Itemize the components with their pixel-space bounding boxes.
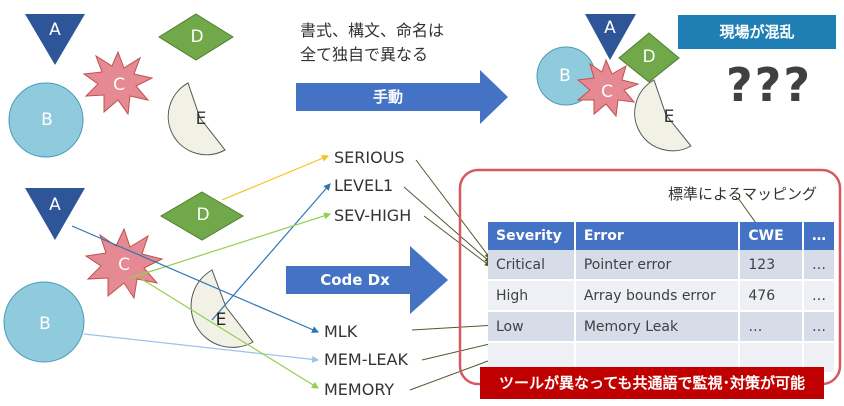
footer-banner: ツールが異なっても共通語で監視･対策が可能 xyxy=(480,367,824,399)
tool-label-level1: LEVEL1 xyxy=(334,176,394,195)
codedx-arrow xyxy=(286,246,448,314)
question-marks: ??? xyxy=(726,58,813,112)
top-star-c xyxy=(82,50,154,116)
table-cell: Critical xyxy=(488,250,576,281)
top-label-e: E xyxy=(195,109,207,129)
bottom-label-d: D xyxy=(196,205,210,225)
bottom-star-c xyxy=(84,227,164,300)
connector-lines xyxy=(71,154,332,389)
messy-cluster xyxy=(536,14,692,152)
bottom-shape-group xyxy=(3,188,254,363)
column-header-cwe: CWE xyxy=(739,222,804,250)
table-cell: Pointer error xyxy=(574,250,741,281)
tool-label-mlk: MLK xyxy=(324,322,358,341)
top-description-line-2: 全て独自で異なる xyxy=(300,45,429,64)
top-shape-group xyxy=(8,13,234,158)
top-triangle-a xyxy=(25,14,85,65)
top-diamond-d xyxy=(158,13,234,61)
bottom-triangle-a xyxy=(25,188,85,240)
top-pacman-e xyxy=(167,82,226,156)
tool-label-mem-leak: MEM-LEAK xyxy=(324,350,408,369)
cluster-label-a: A xyxy=(604,18,616,38)
codedx-arrow-label: Code Dx xyxy=(320,271,390,289)
column-header-error: Error xyxy=(574,222,741,250)
table-cell: Array bounds error xyxy=(574,280,741,312)
table-cell: … xyxy=(803,280,836,312)
bottom-label-c: C xyxy=(118,255,130,275)
top-label-d: D xyxy=(190,27,204,47)
top-label-b: B xyxy=(41,110,53,130)
table-cell: … xyxy=(739,311,804,343)
table-cell: 476 xyxy=(739,280,804,312)
confusion-badge: 現場が混乱 xyxy=(678,15,836,49)
table-cell: … xyxy=(803,311,836,343)
table-cell: Low xyxy=(488,311,576,343)
column-header-severity: Severity xyxy=(488,222,576,250)
tool-label-memory: MEMORY xyxy=(324,380,395,399)
column-header-more: … xyxy=(803,222,836,250)
cluster-label-e: E xyxy=(663,107,675,127)
table-row: High Array bounds error 476 … xyxy=(488,280,836,312)
tool-label-serious: SERIOUS xyxy=(334,148,405,167)
top-label-c: C xyxy=(113,75,125,95)
bottom-label-e: E xyxy=(215,310,227,330)
top-description-line-1: 書式、構文、命名は xyxy=(300,21,445,40)
table-cell: Memory Leak xyxy=(574,311,741,343)
bottom-label-a: A xyxy=(49,195,61,215)
top-manual-arrow xyxy=(296,70,508,124)
tool-label-sev-high: SEV-HIGH xyxy=(334,206,412,225)
bottom-circle-b xyxy=(3,281,85,363)
table-row: Critical Pointer error 123 … xyxy=(488,250,836,281)
top-label-a: A xyxy=(49,20,61,40)
mapping-caption: 標準によるマッピング xyxy=(668,185,817,203)
table-cell: 123 xyxy=(739,250,804,281)
cluster-label-b: B xyxy=(559,66,571,86)
table-cell: High xyxy=(488,280,576,312)
table-header-row: Severity Error CWE … xyxy=(488,222,836,250)
manual-arrow-label: 手動 xyxy=(372,88,403,106)
top-circle-b xyxy=(8,82,84,158)
bottom-label-b: B xyxy=(39,314,51,334)
severity-table: Severity Error CWE … Critical Pointer er… xyxy=(488,222,836,374)
cluster-label-d: D xyxy=(642,47,656,67)
bottom-diamond-d xyxy=(160,191,244,241)
cluster-label-c: C xyxy=(601,82,613,102)
table-row: Low Memory Leak … … xyxy=(488,311,836,343)
table-cell: … xyxy=(803,250,836,281)
